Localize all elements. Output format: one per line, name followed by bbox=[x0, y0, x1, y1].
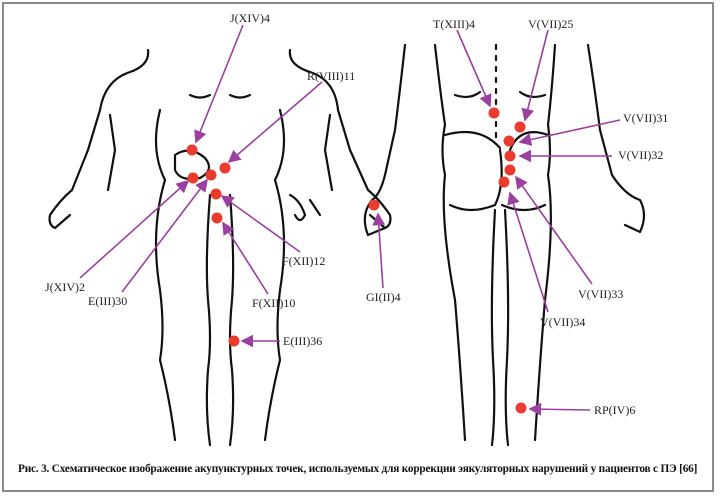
arrow-rp-iv-6 bbox=[528, 402, 591, 416]
label-t-xiii-4: T(XIII)4 bbox=[433, 17, 475, 31]
point-labels: J(XIV)4 R(VIII)11 J(XIV)2 E(III)30 F(XII… bbox=[45, 11, 668, 417]
point-t-xiii-4 bbox=[488, 107, 500, 119]
arrow-v-vii-25 bbox=[521, 29, 549, 122]
arrow-v-vii-33 bbox=[515, 175, 593, 285]
point-gi-ii-4 bbox=[368, 199, 380, 211]
point-f-xii-12 bbox=[210, 188, 222, 200]
point-v-vii-34 bbox=[498, 176, 510, 188]
label-v-vii-31: V(VII)31 bbox=[623, 111, 668, 125]
label-gi-ii-4: GI(II)4 bbox=[366, 290, 401, 304]
label-v-vii-25: V(VII)25 bbox=[528, 17, 573, 31]
back-body-outline bbox=[363, 43, 646, 447]
point-f-xii-10 bbox=[211, 212, 223, 224]
arrow-j-xiv-4 bbox=[194, 24, 244, 144]
point-v-vii-31 bbox=[503, 135, 515, 147]
arrow-v-vii-31 bbox=[518, 119, 621, 146]
arrow-gi-ii-4 bbox=[372, 212, 386, 289]
label-e-iii-36: E(III)36 bbox=[283, 334, 322, 348]
point-j-xiv-2 bbox=[187, 172, 199, 184]
point-v-vii-33 bbox=[504, 164, 516, 176]
label-r-viii-11: R(VIII)11 bbox=[307, 69, 355, 83]
arrow-e-iii-30 bbox=[121, 178, 208, 293]
arrow-t-xiii-4 bbox=[456, 29, 492, 108]
label-e-iii-30: E(III)30 bbox=[88, 294, 127, 308]
label-j-xiv-4: J(XIV)4 bbox=[230, 11, 270, 25]
acupuncture-points bbox=[186, 107, 527, 414]
label-v-vii-32: V(VII)32 bbox=[618, 148, 663, 162]
arrow-f-xii-12 bbox=[220, 195, 301, 253]
point-v-vii-32 bbox=[504, 150, 516, 162]
point-v-vii-25 bbox=[514, 121, 526, 133]
front-body-outline bbox=[48, 48, 392, 447]
arrow-v-vii-34 bbox=[507, 191, 549, 313]
arrows bbox=[79, 24, 621, 416]
point-j-xiv-4 bbox=[186, 144, 198, 156]
point-rp-iv-6 bbox=[515, 402, 527, 414]
figure-frame bbox=[2, 2, 714, 492]
point-r-viii-11 bbox=[219, 162, 231, 174]
arrow-j-xiv-2 bbox=[79, 179, 190, 279]
label-f-xii-10: F(XII)10 bbox=[252, 296, 295, 310]
arrow-r-viii-11 bbox=[227, 81, 323, 164]
point-e-iii-36 bbox=[228, 335, 240, 347]
label-f-xii-12: F(XII)12 bbox=[282, 254, 325, 268]
label-v-vii-33: V(VII)33 bbox=[578, 287, 623, 301]
point-e-iii-30 bbox=[205, 169, 217, 181]
label-j-xiv-2: J(XIV)2 bbox=[45, 280, 85, 294]
figure-caption: Рис. 3. Схематическое изображение акупун… bbox=[18, 463, 698, 475]
label-v-vii-34: V(VII)34 bbox=[540, 315, 585, 329]
arrow-f-xii-10 bbox=[222, 221, 269, 295]
label-rp-iv-6: RP(IV)6 bbox=[594, 403, 635, 417]
